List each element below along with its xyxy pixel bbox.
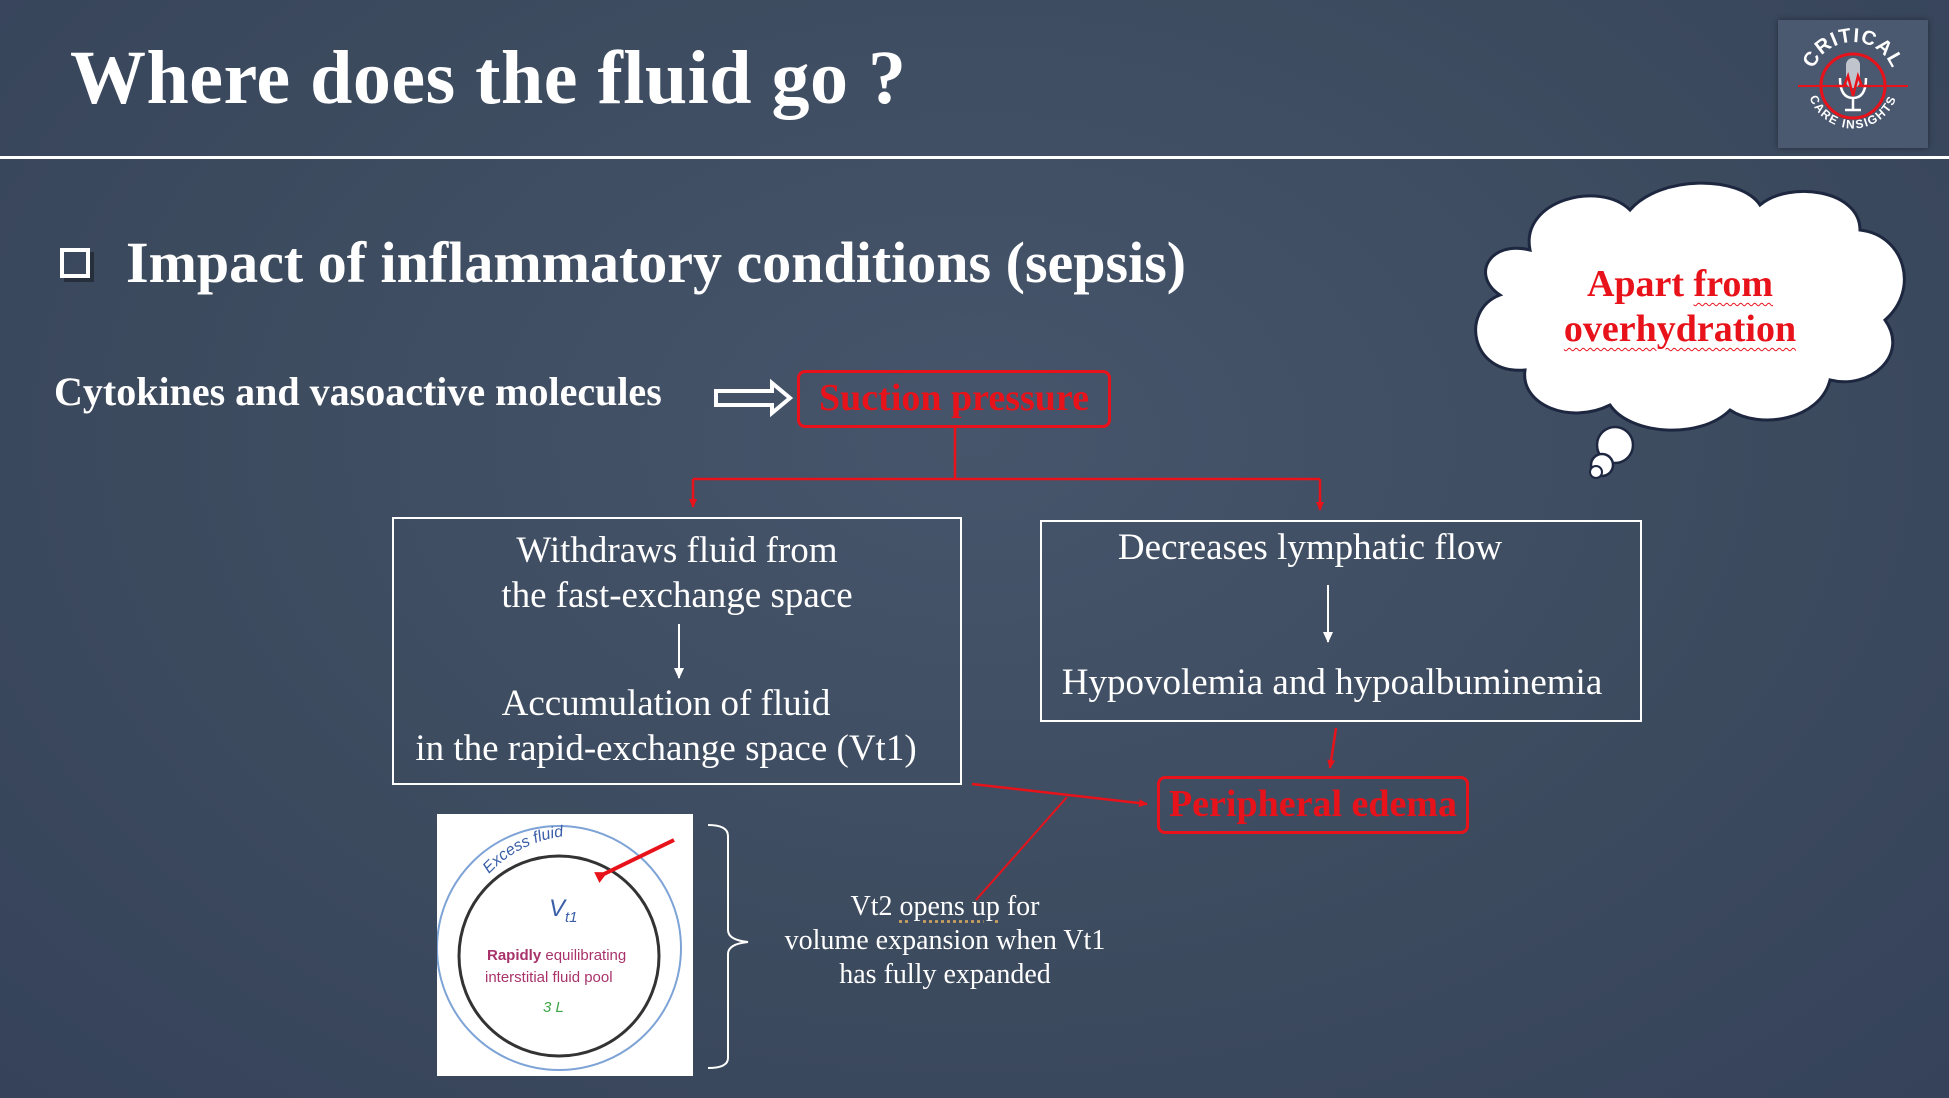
- decreases-lymphatic-text: Decreases lymphatic flow: [1117, 527, 1503, 568]
- svg-text:Rapidly equilibrating: Rapidly equilibrating: [487, 947, 626, 964]
- section-heading: Impact of inflammatory conditions (sepsi…: [126, 230, 1187, 295]
- vt2-line1-a: Vt2: [850, 891, 900, 922]
- withdraws-line2: the fast-exchange space: [501, 575, 853, 616]
- fast-exchange-box: [392, 517, 962, 785]
- withdraws-line1: Withdraws fluid from: [516, 530, 838, 571]
- thought-line1-b: from: [1693, 263, 1774, 305]
- hypovolemia-text: Hypovolemia and hypoalbuminemia: [1061, 662, 1603, 703]
- microphone-icon: [1836, 58, 1870, 112]
- thought-cloud: [1474, 181, 1906, 479]
- equilibrating-label: equilibrating: [541, 947, 626, 964]
- accumulation-line1: Accumulation of fluid: [501, 683, 831, 724]
- svg-text:Vt1: Vt1: [549, 895, 578, 926]
- vt1-diagram: Excess fluid Vt1 Rapidly equilibrating i…: [436, 814, 693, 1076]
- withdraws-text: Withdraws fluid from the fast-exchange s…: [392, 528, 962, 618]
- right-arrow-icon: [714, 378, 794, 418]
- thought-line1-a: Apart: [1586, 263, 1694, 305]
- cause-label: Cytokines and vasoactive molecules: [54, 369, 662, 414]
- volume-label: 3 L: [543, 999, 564, 1016]
- checkbox-bullet-icon: [60, 248, 90, 278]
- critical-care-insights-logo: CRITICAL CARE INSIGHTS: [1778, 20, 1928, 148]
- title-divider: [0, 156, 1949, 159]
- vt-symbol: V: [549, 895, 567, 922]
- vt2-line1-c: for: [999, 891, 1040, 922]
- thought-text: Apart from overhydration: [1530, 262, 1830, 352]
- vt2-note: Vt2 opens up for volume expansion when V…: [760, 890, 1130, 992]
- vt2-line3: has fully expanded: [839, 959, 1051, 990]
- slide-title: Where does the fluid go ?: [70, 36, 907, 120]
- vt2-line1: Vt2 opens up for: [760, 890, 1130, 924]
- vt2-line2: volume expansion when Vt1: [784, 925, 1106, 956]
- rapidly-label: Rapidly: [487, 947, 542, 964]
- lymphatic-box: [1040, 520, 1642, 722]
- thought-line2: overhydration: [1563, 308, 1797, 350]
- peripheral-edema-box: Peripheral edema: [1157, 776, 1469, 834]
- accumulation-text: Accumulation of fluid in the rapid-excha…: [392, 681, 940, 771]
- accumulation-line2: in the rapid-exchange space (Vt1): [415, 728, 917, 769]
- suction-pressure-box: Suction pressure: [797, 370, 1111, 428]
- thought-line1: Apart from: [1530, 262, 1830, 307]
- pool-label: interstitial fluid pool: [485, 969, 613, 986]
- vt-subscript: t1: [565, 909, 578, 926]
- vt2-line1-b: opens up: [899, 891, 1000, 922]
